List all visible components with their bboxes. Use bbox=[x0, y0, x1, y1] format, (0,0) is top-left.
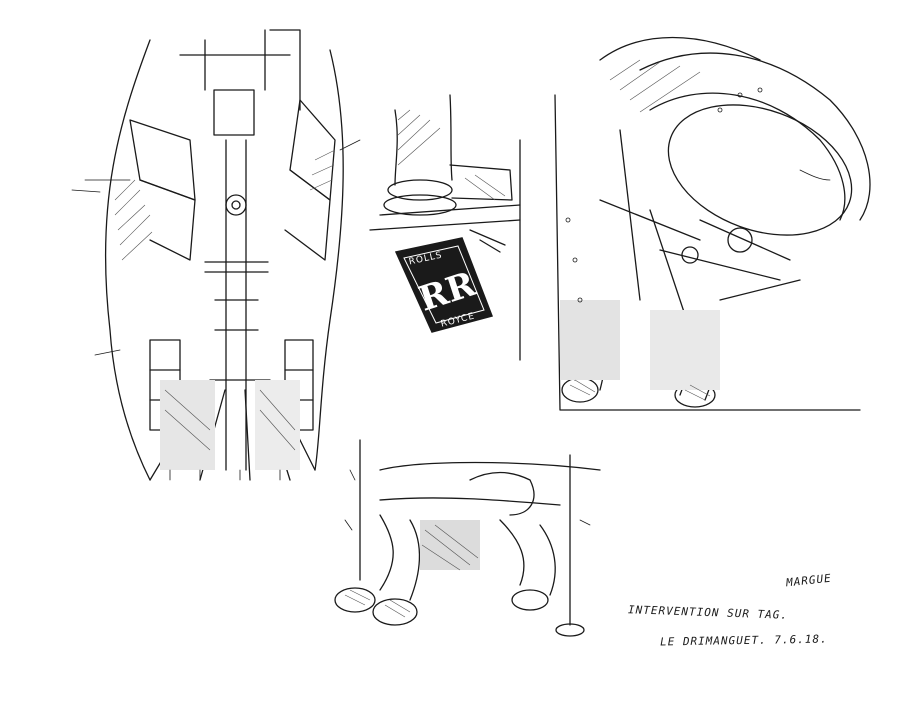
rolls-royce-badge: ROLLS RR ROYCE bbox=[394, 237, 493, 333]
